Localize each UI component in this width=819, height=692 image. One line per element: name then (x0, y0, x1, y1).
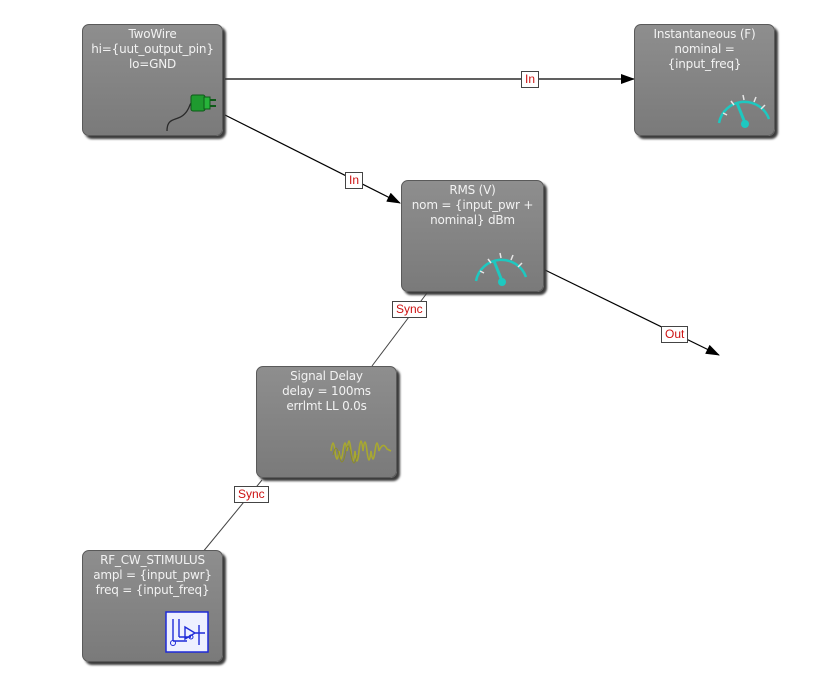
delay-errlmt-label: errlmt LL 0.0s (286, 399, 367, 413)
gauge-icon (474, 252, 528, 286)
in-port-label-rms[interactable]: In (345, 172, 364, 189)
instantaneous-title: Instantaneous (F) (653, 27, 756, 41)
instantaneous-nominal-label: nominal = (674, 42, 735, 56)
wire-rms-out[interactable] (544, 269, 720, 356)
instantaneous-node[interactable]: Instantaneous (F) nominal = {input_freq} (634, 24, 775, 136)
wire-twowire-to-rms[interactable] (224, 114, 401, 204)
twowire-node[interactable]: TwoWire hi={uut_output_pin} lo=GND (82, 24, 223, 136)
rms-node[interactable]: RMS (V) nom = {input_pwr + nominal} dBm (401, 180, 544, 292)
out-port-label[interactable]: Out (661, 326, 689, 343)
stimulus-ampl-label: ampl = {input_pwr} (93, 568, 212, 582)
stimulus-title: RF_CW_STIMULUS (100, 553, 205, 567)
waveform-icon (330, 440, 392, 464)
rms-nom-unit: nominal} dBm (430, 213, 515, 227)
signal-source-icon (165, 611, 209, 653)
rf-cw-stimulus-node[interactable]: RF_CW_STIMULUS ampl = {input_pwr} freq =… (82, 550, 223, 662)
twowire-hi-label: hi={uut_output_pin} (91, 42, 214, 56)
delay-title: Signal Delay (290, 369, 363, 383)
in-port-label-instantaneous[interactable]: In (521, 71, 540, 88)
delay-value-label: delay = 100ms (282, 384, 371, 398)
signal-delay-node[interactable]: Signal Delay delay = 100ms errlmt LL 0.0… (256, 366, 397, 478)
stimulus-freq-label: freq = {input_freq} (95, 583, 210, 597)
plug-icon (166, 94, 216, 132)
twowire-title: TwoWire (128, 27, 177, 41)
rms-nom-label: nom = {input_pwr + (411, 198, 534, 212)
sync-label-delay-rms[interactable]: Sync (392, 301, 427, 318)
gauge-icon (717, 94, 771, 128)
sync-label-stimulus-delay[interactable]: Sync (234, 486, 269, 503)
instantaneous-nominal-value: {input_freq} (667, 57, 742, 71)
twowire-lo-label: lo=GND (128, 57, 177, 71)
rms-title: RMS (V) (449, 183, 496, 197)
